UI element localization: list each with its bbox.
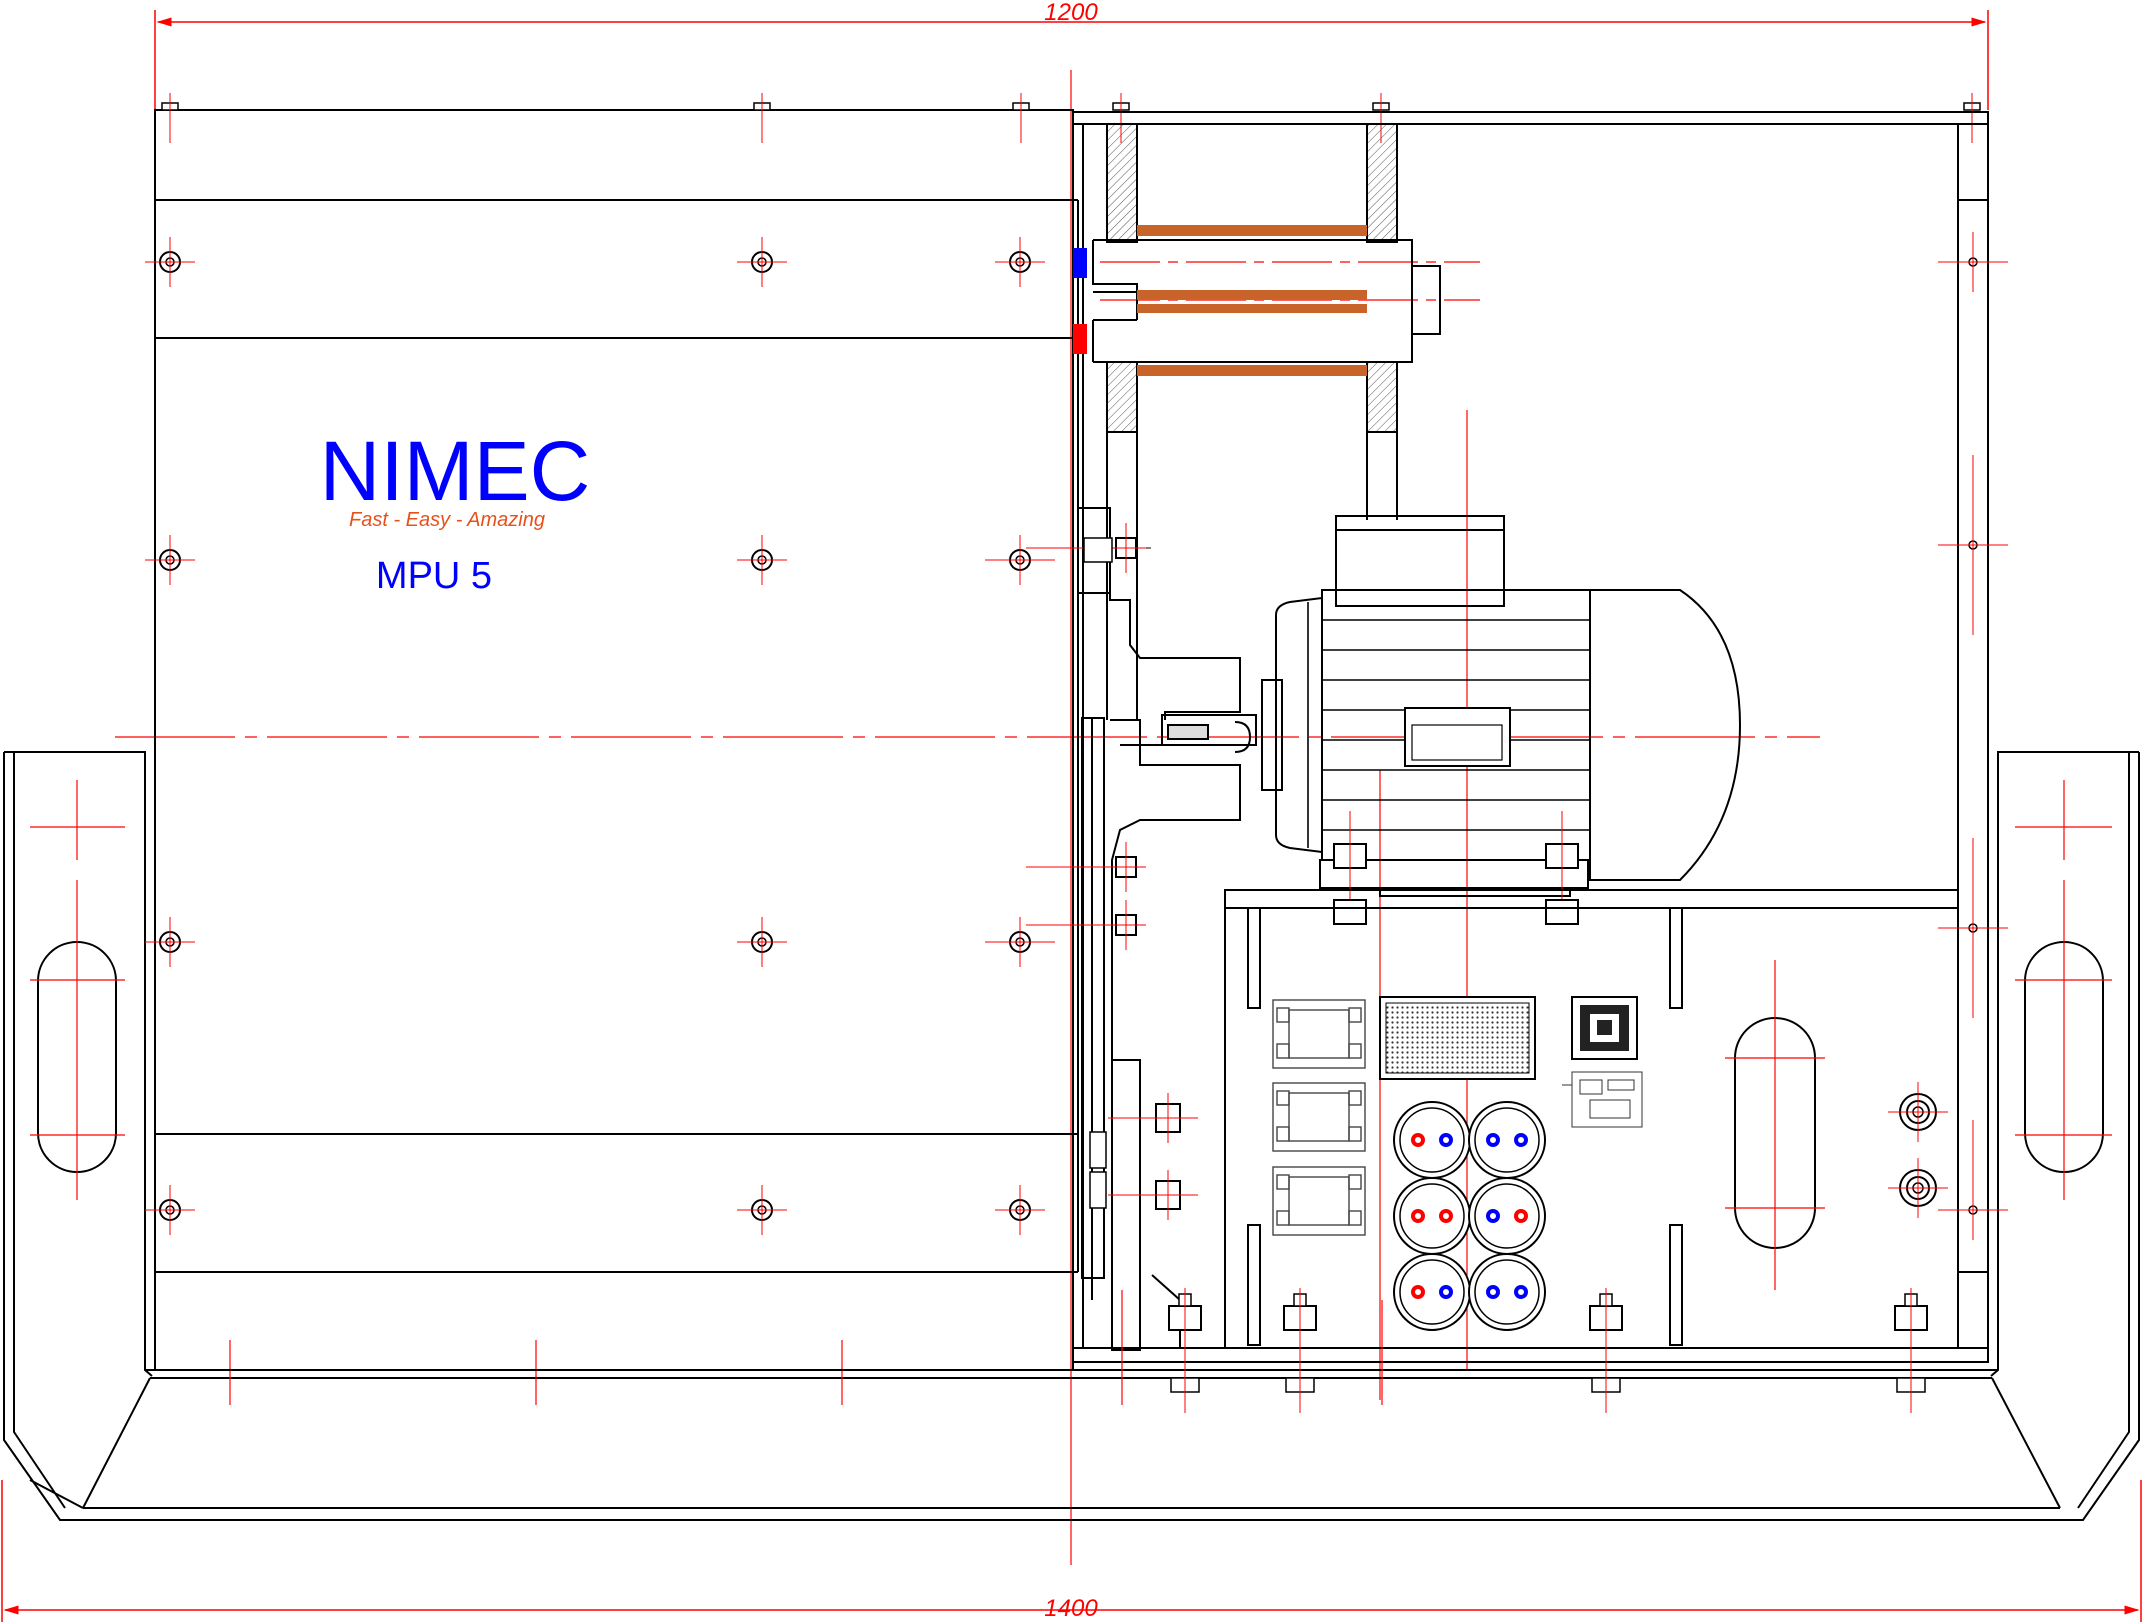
tray-slot-right	[2015, 780, 2112, 1200]
right-frame-holes	[1938, 232, 2008, 1240]
copper-tubes	[1137, 225, 1367, 376]
dimension-top-label: 1200	[1044, 0, 1098, 26]
top-edge-bolts	[161, 93, 1981, 143]
base-marks	[229, 1340, 843, 1405]
tray-slot-left	[30, 780, 125, 1200]
flange-bolts	[1026, 523, 1198, 1220]
motor-nameplate	[1404, 707, 1511, 767]
enclosure-screw-holes	[145, 237, 1055, 1235]
dimension-top: 1200	[154, 0, 1989, 110]
cable-glands	[1888, 1082, 1948, 1218]
model-label: MPU 5	[376, 555, 492, 597]
electrical-panel	[1224, 889, 1959, 1348]
cold-water-port	[1073, 248, 1087, 278]
water-ports	[1073, 248, 1087, 354]
motor-mount-bolts	[1333, 811, 1579, 925]
power-supply	[1379, 996, 1536, 1080]
pump-bracket	[1077, 507, 1241, 1351]
manifold-block	[1092, 239, 1441, 363]
brand-tagline: Fast - Easy - Amazing	[349, 509, 545, 531]
base-bolts	[1121, 1288, 1928, 1413]
dimension-bottom: 1400	[1, 1480, 2142, 1622]
hot-water-port	[1073, 324, 1087, 354]
controller-module	[1571, 996, 1638, 1060]
hanger-bars	[1106, 123, 1398, 720]
center-lines	[115, 70, 1820, 1565]
brand-name: NIMEC	[320, 424, 591, 518]
left-enclosure	[154, 109, 1079, 1371]
panel-slot	[1725, 960, 1825, 1290]
controller-board	[1562, 1071, 1643, 1128]
terminal-connectors	[1393, 1101, 1546, 1331]
coupling	[1120, 714, 1257, 753]
electric-motor	[1261, 515, 1742, 897]
solid-state-relays	[1272, 999, 1366, 1236]
base-tray	[3, 751, 2140, 1521]
dimension-bottom-label: 1400	[1044, 1595, 1098, 1622]
